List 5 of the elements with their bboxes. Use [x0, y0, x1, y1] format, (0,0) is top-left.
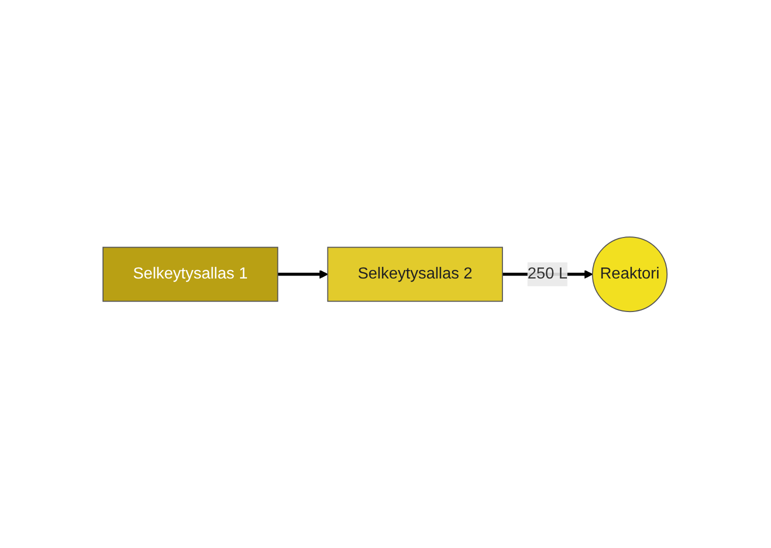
node-circle: Reaktori — [592, 236, 668, 312]
node-box: Selkeytysallas 2 — [328, 246, 504, 302]
node-box: Selkeytysallas 1 — [102, 246, 279, 302]
edge-label: 250 L — [528, 264, 568, 282]
arrow — [278, 270, 329, 278]
